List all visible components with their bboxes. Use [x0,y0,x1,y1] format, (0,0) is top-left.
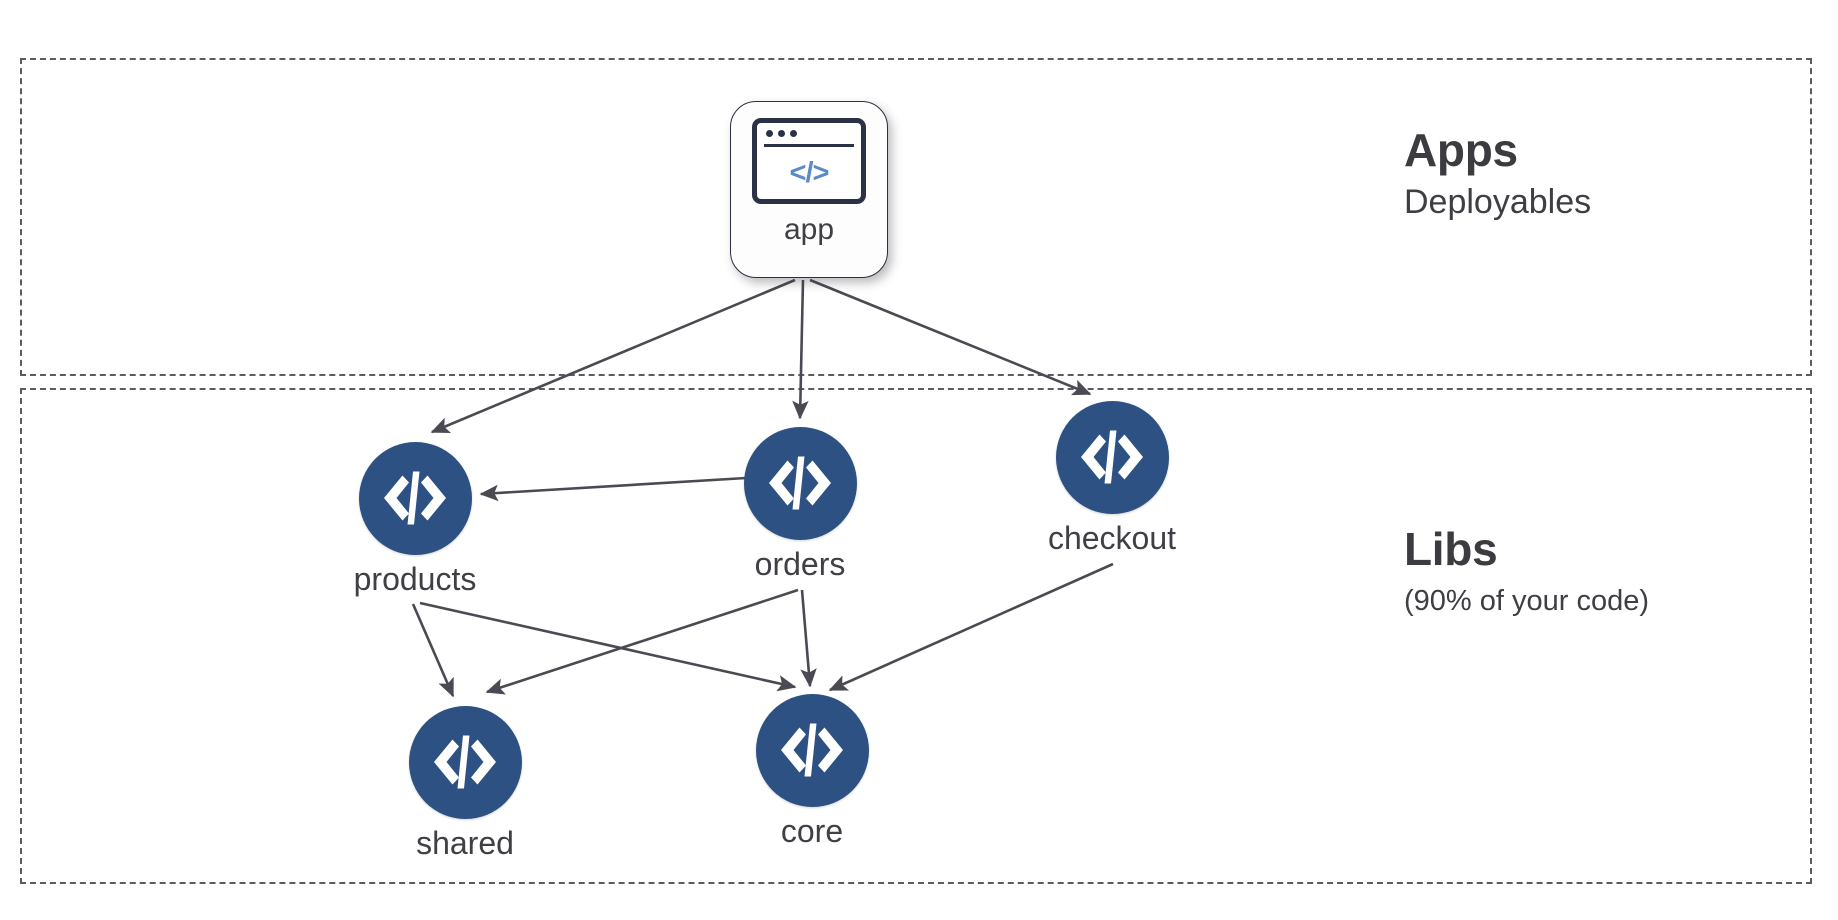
code-brackets-icon [743,426,857,540]
code-brackets-icon [358,441,472,555]
browser-dots-icon [766,130,797,137]
code-brackets-icon [755,693,869,807]
node-app[interactable]: </> app [730,101,888,278]
code-glyph: </> [789,157,830,189]
zone-libs-title: Libs [1404,523,1498,575]
node-checkout-label: checkout [1047,520,1177,556]
node-shared-label: shared [416,825,514,861]
zone-apps-title: Apps [1404,124,1518,176]
code-brackets-icon [408,705,522,819]
node-orders-label: orders [754,546,846,582]
zone-apps-subtitle: Deployables [1404,183,1592,221]
zone-libs-subtitle: (90% of your code) [1404,585,1650,617]
browser-code-icon: </> [752,118,866,204]
node-app-label: app [783,213,835,246]
zone-libs-legend: Libs (90% of your code) [1404,523,1649,621]
browser-titlebar-rule [764,144,854,147]
node-core-label: core [780,813,844,849]
zone-apps-legend: Apps Deployables [1404,124,1591,224]
node-products-label: products [353,561,477,597]
code-brackets-icon [1055,400,1169,514]
